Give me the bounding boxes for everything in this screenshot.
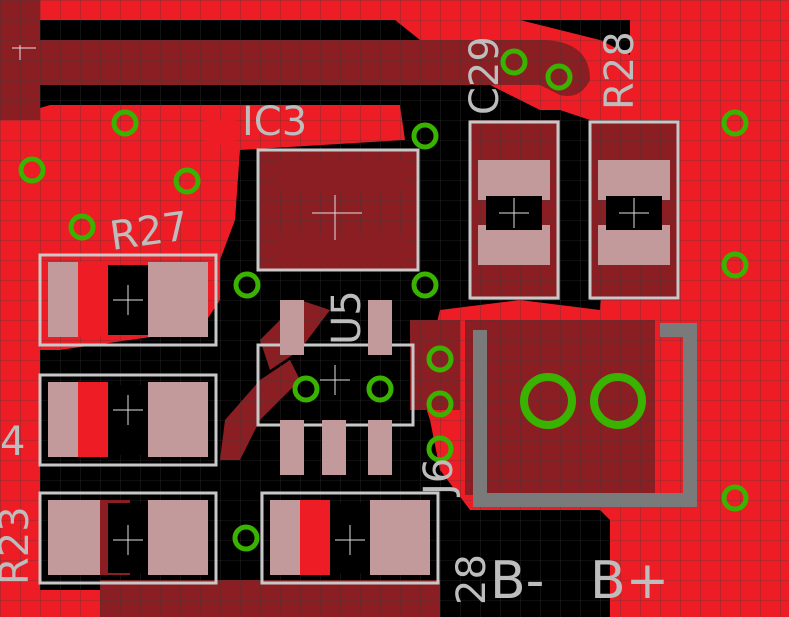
label-4: 4: [0, 419, 25, 465]
label-r28: R28: [597, 31, 643, 110]
silkscreen-outlines: [38, 120, 697, 585]
label-b-plus: B+: [590, 551, 669, 611]
label-u5: U5: [324, 290, 370, 345]
label-b-minus: B-: [490, 551, 544, 611]
label-ic3: IC3: [242, 99, 307, 145]
label-r27: R27: [107, 203, 191, 260]
label-28: 28: [449, 554, 495, 605]
label-r23: R23: [0, 506, 38, 585]
silk-labels: IC3 R27 U5 C29 R28 J6 R23 B- B+ 28 4: [0, 31, 669, 611]
label-j6: J6: [416, 458, 462, 498]
center-marks: [12, 45, 649, 555]
label-c29: C29: [462, 36, 508, 115]
vias: [18, 48, 749, 552]
